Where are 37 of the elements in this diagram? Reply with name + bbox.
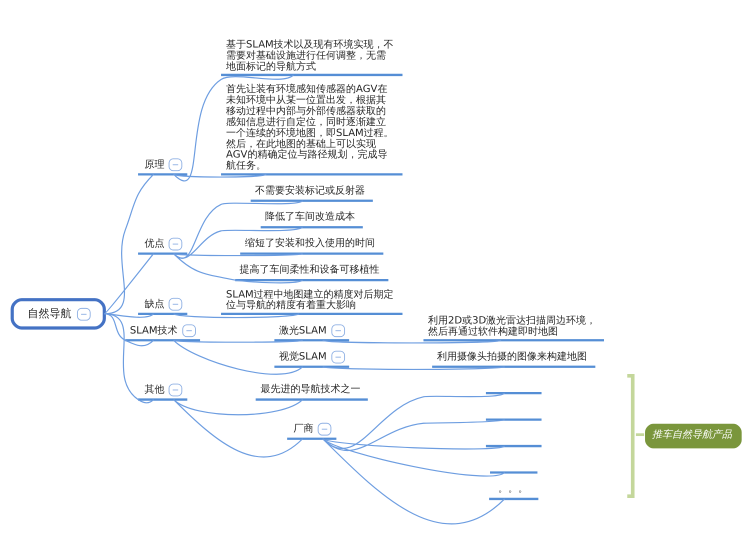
node-text: 降低了车间改造成本 — [265, 211, 356, 222]
connector — [322, 366, 505, 370]
node-bar — [490, 470, 538, 474]
node-text: 首先让装有环境感知传感器的AGV在未知环境中从某一位置出发，根据其移动过程中内部与外部传感器获取的感知信息进行自定位，同时逐渐建立一个连续的环境地图，即SLAM过程。然后，在此地图的基础上可以实现AGV的精确定位与路径规划，完成导航任务。 — [226, 84, 394, 172]
node-box: 自然导航 — [10, 298, 106, 330]
node-text: 缩短了安装和投入使用的时间 — [245, 238, 376, 249]
connector — [322, 438, 505, 476]
node-text: 基于SLAM技术以及现有环境实现，不需要对基础设施进行任何调整，无需地面标记的导航方式 — [226, 38, 394, 72]
connector — [322, 339, 502, 343]
node-text: 。。。 — [498, 482, 528, 494]
node-text: 利用2D或3D激光雷达扫描周边环境，然后再通过软件构建即时地图 — [428, 315, 596, 338]
connector — [322, 418, 505, 451]
node-text: 不需要安装标记或反射器 — [255, 184, 366, 196]
connector — [173, 398, 304, 457]
node-text: SLAM过程中地图建立的精度对后期定位与导航的精度有着重大影响 — [226, 288, 394, 311]
connector — [174, 252, 303, 256]
node-text: 最先进的导航技术之一 — [260, 384, 361, 395]
connector — [322, 438, 505, 450]
node-text: 提高了车间柔性和设备可移植性 — [240, 264, 380, 276]
connector — [173, 339, 303, 374]
node-bar — [486, 444, 542, 447]
connector — [173, 173, 266, 178]
connector — [104, 173, 154, 314]
connector — [173, 226, 303, 258]
connector — [104, 312, 154, 346]
connector — [173, 200, 303, 258]
node-bar — [486, 392, 542, 394]
connector — [322, 392, 505, 448]
connector — [322, 438, 505, 524]
connector — [173, 312, 300, 318]
connector — [104, 252, 154, 314]
connector — [173, 398, 303, 415]
connector — [104, 312, 154, 403]
connector — [173, 252, 303, 283]
node-text: 利用摄像头拍摄的图像来构建地图 — [437, 350, 588, 362]
connector — [174, 339, 303, 342]
node-bar — [486, 418, 542, 420]
